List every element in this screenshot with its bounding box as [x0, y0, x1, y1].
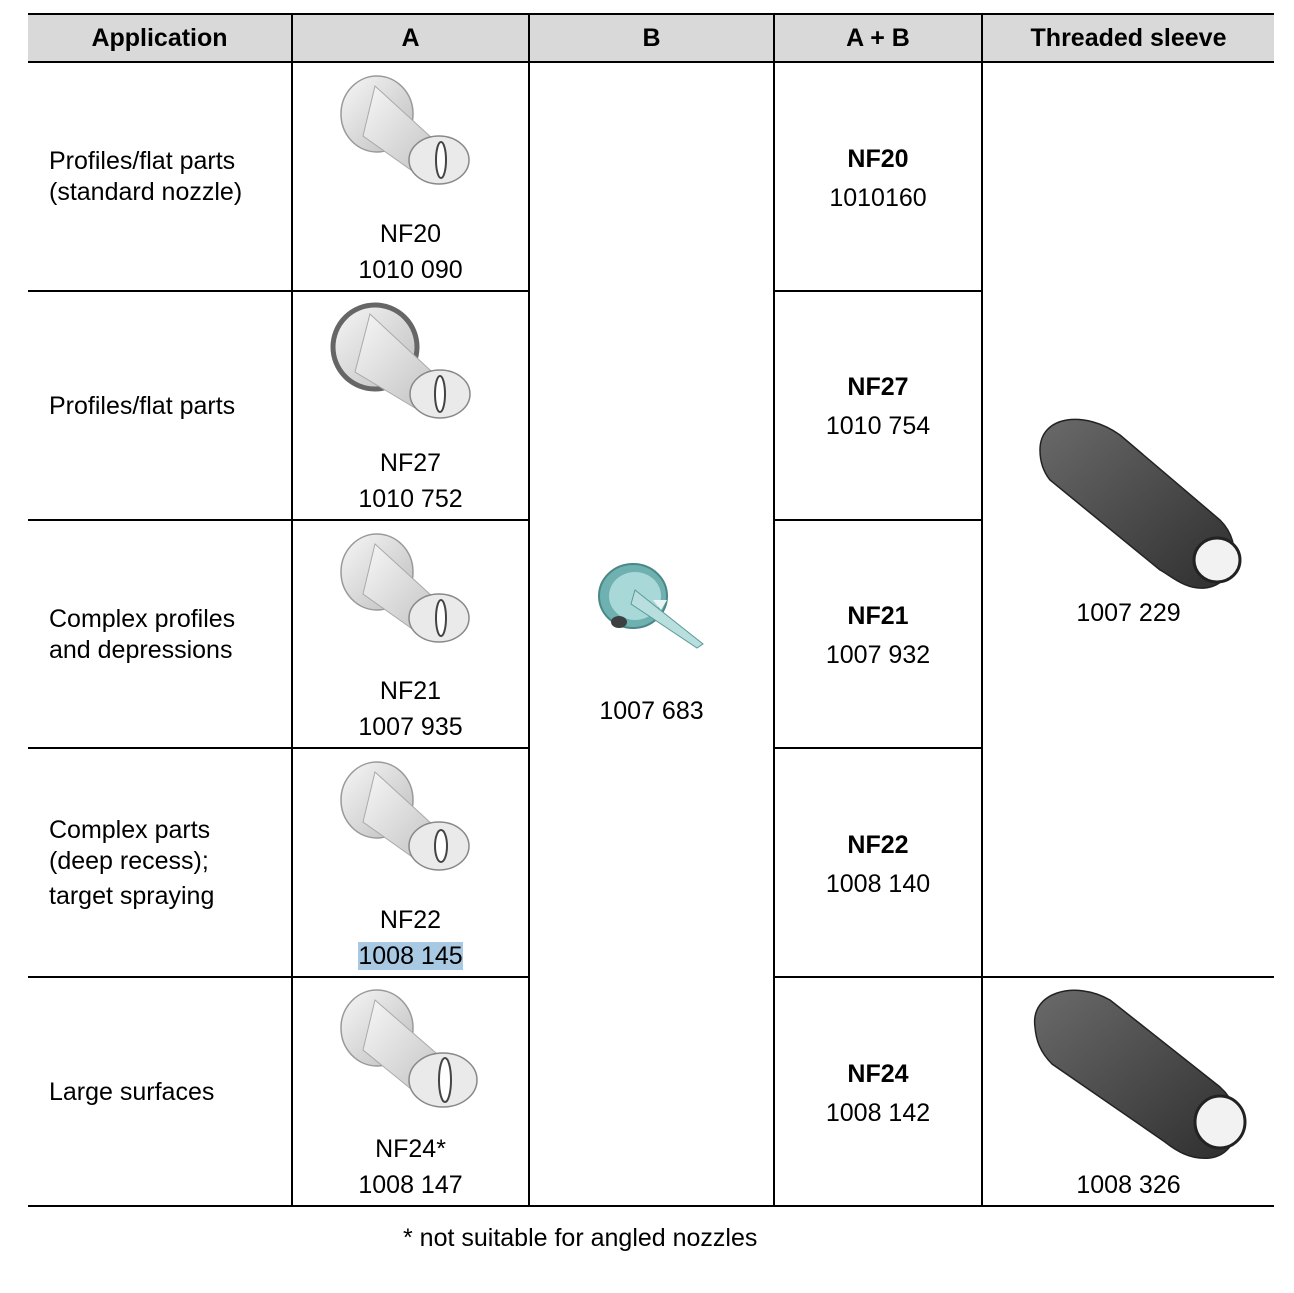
application-line: and depressions	[49, 636, 233, 664]
footnote: * not suitable for angled nozzles	[403, 1224, 758, 1252]
threaded-sleeve-image	[1034, 989, 1247, 1159]
application-line: Complex parts	[49, 816, 211, 844]
application-line: Large surfaces	[49, 1078, 215, 1106]
ab-part-cell: NF22 1008 140	[775, 827, 981, 902]
a-part-code: 1008 147	[358, 1171, 463, 1199]
ab-rule-3	[774, 747, 982, 749]
application-cell: Large surfaces	[49, 1077, 214, 1108]
ab-part-code: 1010 754	[825, 412, 931, 440]
application-cell: Complex parts (deep recess); target spra…	[49, 815, 214, 912]
highlighted-code: 1008 145	[358, 942, 463, 970]
a-part-cell: NF27 1010 752	[293, 445, 528, 517]
application-line: target spraying	[49, 882, 215, 910]
row-rule-2	[28, 519, 529, 521]
a-part-code: 1010 090	[358, 256, 463, 284]
nozzle-nf20-image	[340, 75, 470, 185]
row-rule-4	[28, 976, 529, 978]
ab-part-name: NF20	[847, 145, 909, 173]
a-part-cell: NF21 1007 935	[293, 673, 528, 745]
application-cell: Profiles/flat parts (standard nozzle)	[49, 146, 242, 208]
nozzle-nf27-image	[330, 302, 471, 419]
col-rule-2	[528, 13, 530, 1207]
col-rule-1	[291, 13, 293, 1207]
table-header-background	[28, 14, 1274, 62]
a-part-cell: NF24* 1008 147	[293, 1131, 528, 1203]
rule-bottom	[28, 1205, 1274, 1207]
threaded-sleeve-code: 1008 326	[1076, 1171, 1181, 1199]
ab-rule-1	[774, 290, 982, 292]
ab-part-name: NF27	[847, 373, 909, 401]
a-part-code: 1010 752	[358, 485, 463, 513]
ab-rule-2	[774, 519, 982, 521]
header-a-plus-b: A + B	[846, 23, 910, 52]
nozzle-nf22-image	[340, 761, 470, 871]
header-a: A	[401, 23, 420, 52]
threaded-sleeve-image	[1039, 418, 1242, 589]
application-line: (standard nozzle)	[49, 178, 243, 206]
application-cell: Profiles/flat parts	[49, 391, 235, 422]
row-rule-1	[28, 290, 529, 292]
ab-part-cell: NF27 1010 754	[775, 369, 981, 444]
ab-part-cell: NF24 1008 142	[775, 1056, 981, 1131]
nozzle-nf21-image	[340, 533, 470, 643]
part-b-image	[598, 563, 704, 649]
ab-part-code: 1007 932	[825, 641, 931, 669]
application-line: Profiles/flat parts	[49, 147, 236, 175]
header-application: Application	[91, 23, 228, 52]
b-part-code: 1007 683	[599, 697, 704, 725]
ab-part-cell: NF20 1010160	[775, 141, 981, 216]
ab-part-code: 1010160	[829, 184, 927, 212]
rule-header	[28, 61, 1274, 63]
a-part-name: NF22	[379, 906, 442, 934]
threaded-sleeve-code: 1007 229	[1076, 599, 1181, 627]
ab-part-name: NF22	[847, 831, 909, 859]
application-line: (deep recess);	[49, 847, 209, 875]
a-part-name: NF20	[379, 220, 442, 248]
application-line: Complex profiles	[49, 605, 236, 633]
col-rule-4	[981, 13, 983, 1207]
header-threaded-sleeve: Threaded sleeve	[1030, 23, 1227, 52]
a-part-cell: NF20 1010 090	[293, 216, 528, 288]
row-rule-3	[28, 747, 529, 749]
application-cell: Complex profiles and depressions	[49, 604, 235, 666]
a-part-code: 1008 145	[293, 938, 528, 974]
rule-top	[28, 13, 1274, 15]
a-part-cell: NF22 1008 145	[293, 902, 528, 974]
ab-part-code: 1008 140	[825, 870, 931, 898]
header-b: B	[642, 23, 661, 52]
nozzle-nf24-image	[340, 989, 478, 1108]
ab-part-name: NF21	[847, 602, 909, 630]
a-part-name: NF24*	[375, 1135, 446, 1163]
ab-part-cell: NF21 1007 932	[775, 598, 981, 673]
a-part-name: NF21	[379, 677, 442, 705]
application-line: Profiles/flat parts	[49, 392, 236, 420]
ab-rule-4	[774, 976, 1274, 978]
ab-part-code: 1008 142	[825, 1099, 931, 1127]
a-part-code: 1007 935	[358, 713, 463, 741]
col-rule-3	[773, 13, 775, 1207]
ab-part-name: NF24	[847, 1060, 909, 1088]
a-part-name: NF27	[379, 449, 442, 477]
